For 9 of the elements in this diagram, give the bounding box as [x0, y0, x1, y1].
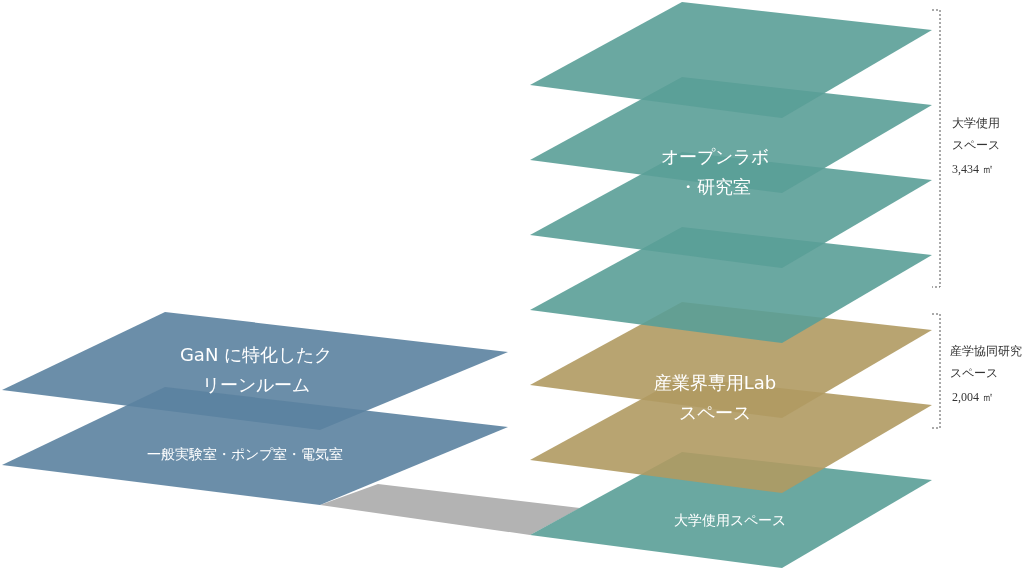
area-label: 一般実験室・ポンプ室・電気室 [146, 445, 344, 464]
area-label: GaN に特化したクリーンルーム [178, 343, 334, 397]
area-label: 産業界専用Lab スペース [652, 371, 778, 425]
area-label: 産学協同研究スペース [950, 343, 1023, 382]
area-label: 3,434 ㎡ [952, 161, 995, 178]
area-label: 大学使用スペース [673, 511, 787, 530]
area-label: 大学使用スペース [952, 115, 1001, 154]
area-label: オープンラボ・研究室 [660, 145, 770, 199]
area-label: 2,004 ㎡ [952, 389, 995, 406]
